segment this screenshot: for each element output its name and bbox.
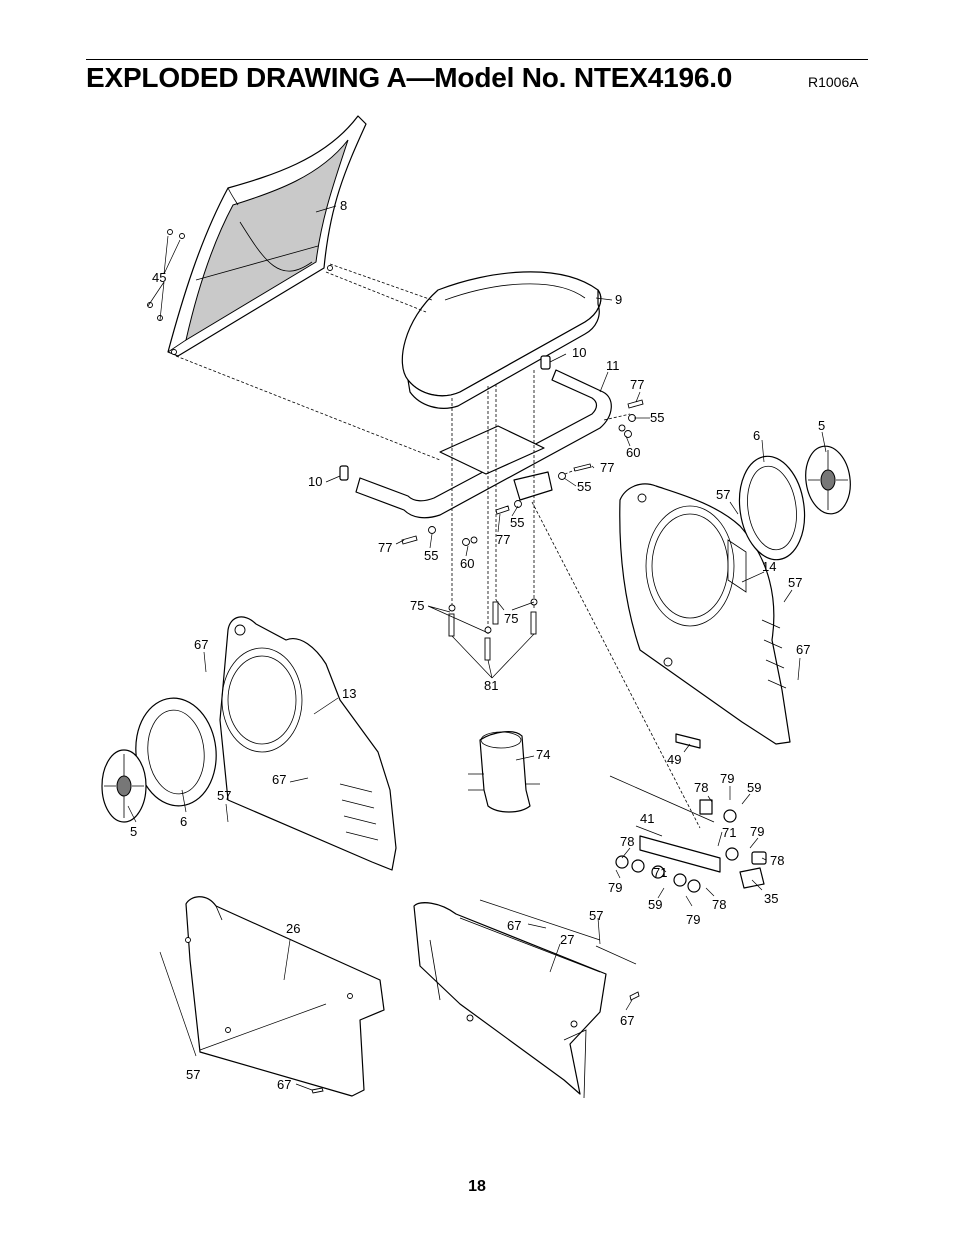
callout-78-left: 78 (620, 834, 634, 849)
callout-77-left: 77 (378, 540, 392, 555)
callout-27: 27 (560, 932, 574, 947)
seat-part-9 (401, 271, 602, 409)
callout-41: 41 (640, 811, 654, 826)
callout-57-right-mid: 57 (788, 575, 802, 590)
callout-labels: 8 45 9 10 11 77 55 60 77 10 55 55 77 77 … (130, 198, 825, 1092)
callout-35: 35 (764, 891, 778, 906)
bearing-plate-part-6-right (738, 455, 806, 561)
callout-78-bottom: 78 (712, 897, 726, 912)
callout-78-right: 78 (770, 853, 784, 868)
callout-6-right: 6 (753, 428, 760, 443)
page-number: 18 (468, 1178, 486, 1195)
assembly-lines-upper (175, 263, 701, 829)
callout-55-left: 55 (424, 548, 438, 563)
right-shield-part-14 (619, 483, 791, 745)
callout-77-mid: 77 (600, 460, 614, 475)
left-shield-part-13 (219, 616, 397, 871)
callout-59-top: 59 (747, 780, 761, 795)
callout-67-lower-mid: 67 (507, 918, 521, 933)
callout-5-left: 5 (130, 824, 137, 839)
backrest-part-8 (147, 115, 367, 357)
callout-49: 49 (667, 752, 681, 767)
flywheel-cap-part-5-right (805, 445, 851, 515)
handlebar-part-11 (339, 355, 612, 519)
callout-10-top: 10 (572, 345, 586, 360)
callout-79-mid: 79 (750, 824, 764, 839)
bearing-plate-part-6-left (135, 697, 217, 807)
callout-67-right: 67 (796, 642, 810, 657)
callout-60-right: 60 (626, 445, 640, 460)
callout-57-lower-right: 57 (589, 908, 603, 923)
callout-45: 45 (152, 270, 166, 285)
callout-79-bottom: 79 (686, 912, 700, 927)
page-title: EXPLODED DRAWING A—Model No. NTEX4196.0 (86, 62, 733, 93)
lower-left-cover-part-26 (159, 896, 385, 1097)
callout-14: 14 (762, 559, 776, 574)
lower-right-cover-part-27 (413, 899, 640, 1099)
callout-57-right-top: 57 (716, 487, 730, 502)
callout-77-center: 77 (496, 532, 510, 547)
callout-67-lower-left: 67 (277, 1077, 291, 1092)
callout-10-left: 10 (308, 474, 322, 489)
header-rule (86, 59, 868, 60)
callout-67-left-mid: 67 (272, 772, 286, 787)
crank-assembly (609, 733, 767, 893)
callout-67-lower-right: 67 (620, 1013, 634, 1028)
callout-75-left: 75 (410, 598, 424, 613)
leader-lines (127, 205, 827, 1091)
callout-57-left: 57 (217, 788, 231, 803)
callout-6-left: 6 (180, 814, 187, 829)
callout-77-right: 77 (630, 377, 644, 392)
callout-9: 9 (615, 292, 622, 307)
callout-78-top: 78 (694, 780, 708, 795)
drawing-code: R1006A (808, 74, 859, 90)
cable-guide-part-74 (468, 731, 540, 813)
callout-55-right: 55 (650, 410, 664, 425)
callout-13: 13 (342, 686, 356, 701)
callout-55-mid: 55 (577, 479, 591, 494)
callout-57-lower-left: 57 (186, 1067, 200, 1082)
callout-60-left: 60 (460, 556, 474, 571)
callout-8: 8 (340, 198, 347, 213)
callout-71-top: 71 (722, 825, 736, 840)
callout-5-right: 5 (818, 418, 825, 433)
callout-55-center: 55 (510, 515, 524, 530)
callout-79-left: 79 (608, 880, 622, 895)
flywheel-cap-part-5-left (101, 749, 147, 823)
callout-79-top: 79 (720, 771, 734, 786)
callout-67-left-top: 67 (194, 637, 208, 652)
callout-75-right: 75 (504, 611, 518, 626)
callout-26: 26 (286, 921, 300, 936)
callout-81: 81 (484, 678, 498, 693)
callout-74: 74 (536, 747, 550, 762)
callout-59-bottom: 59 (648, 897, 662, 912)
callout-11: 11 (606, 358, 620, 373)
callout-71-bottom: 71 (653, 865, 667, 880)
